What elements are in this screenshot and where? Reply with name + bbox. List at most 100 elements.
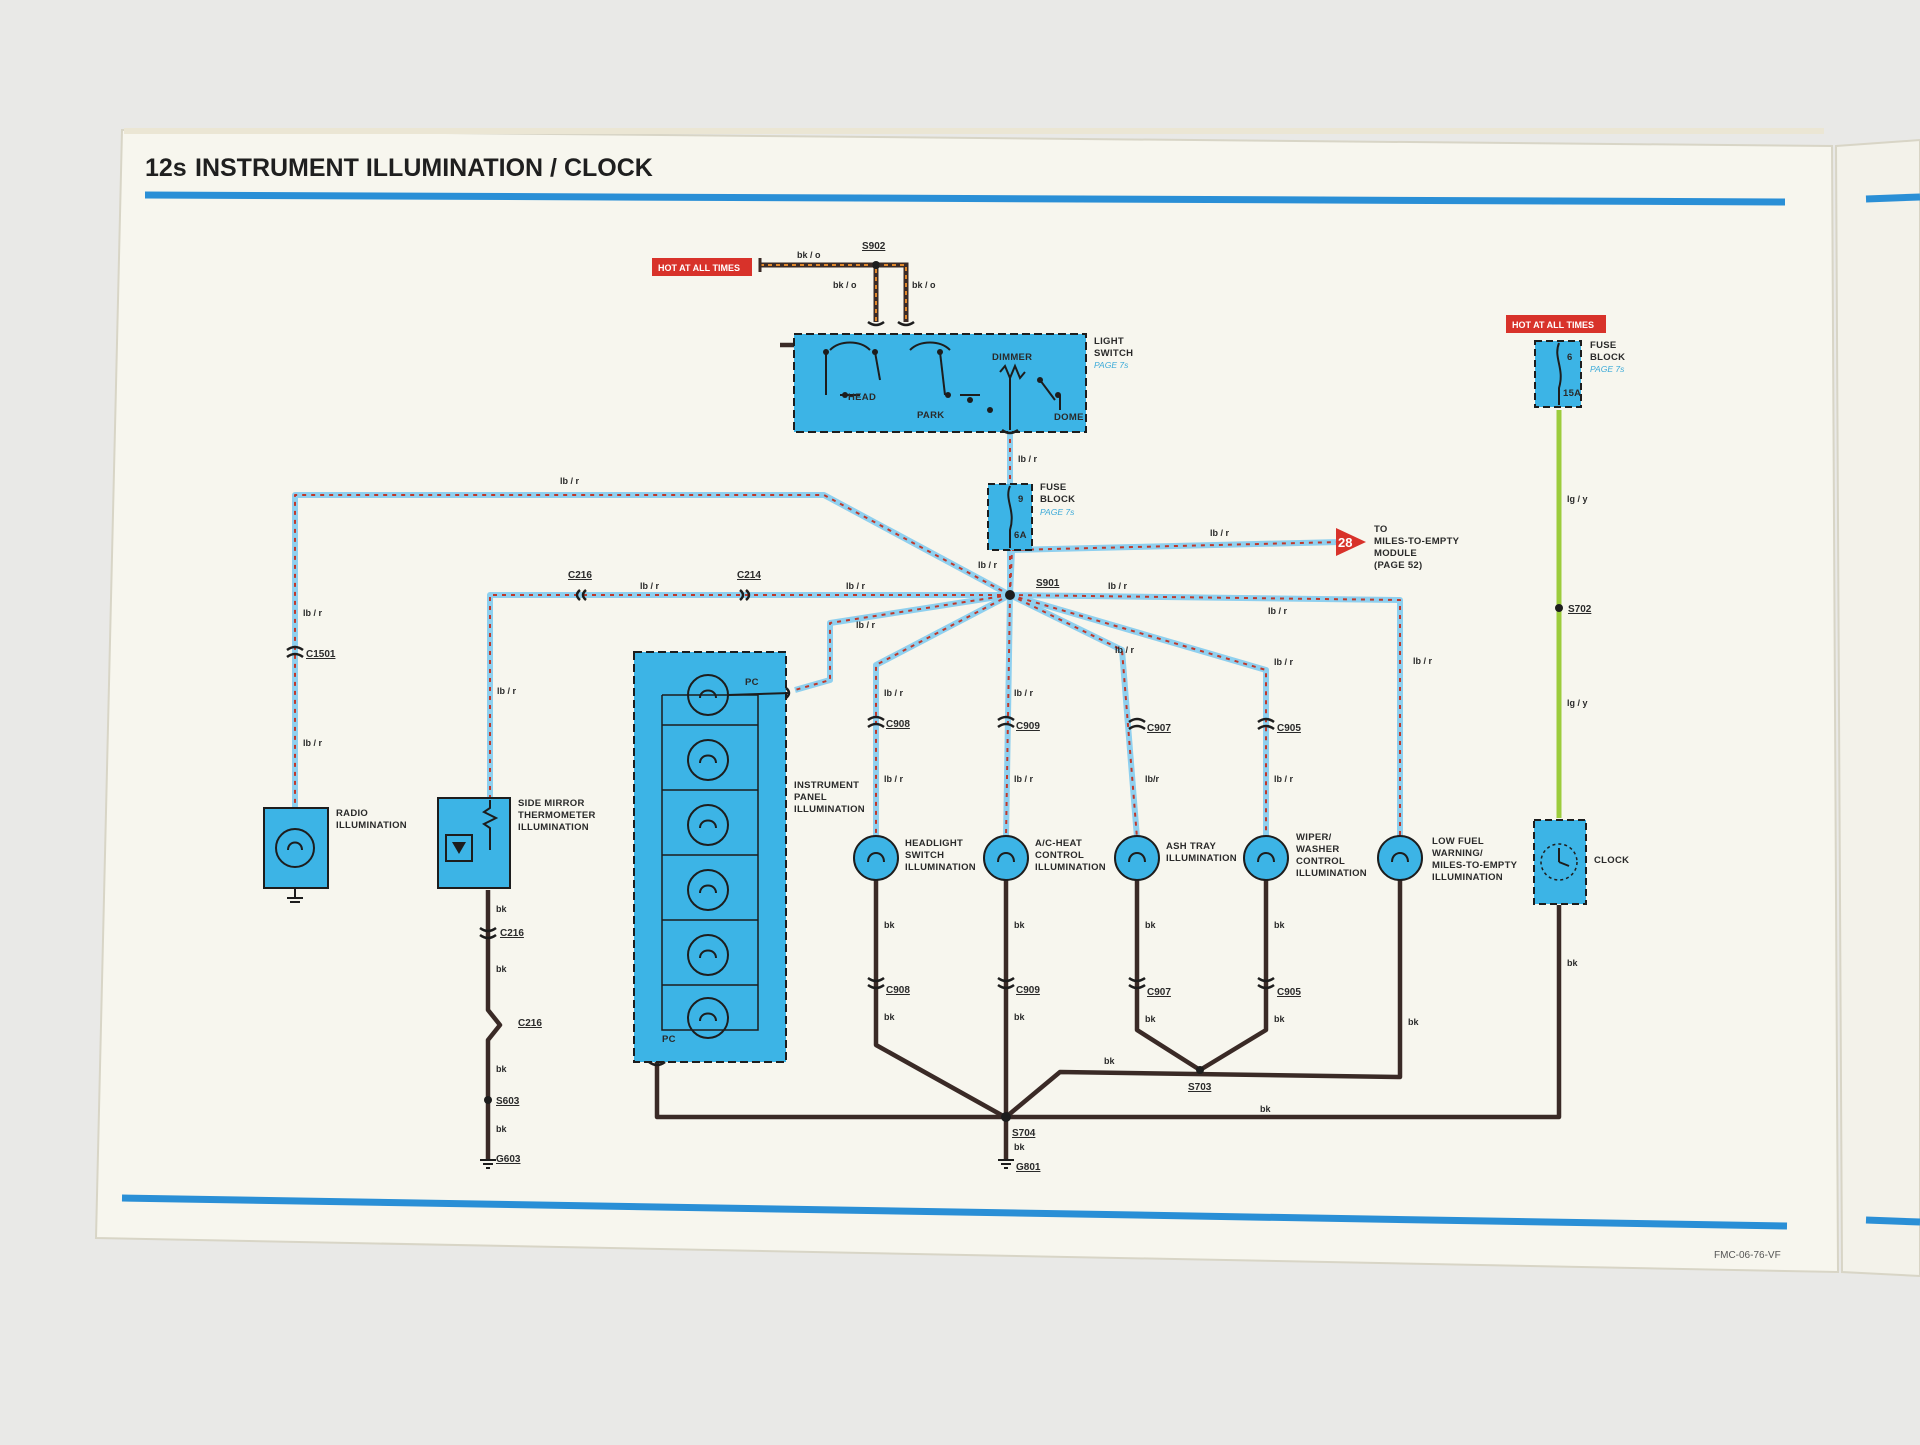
section-number: 12s xyxy=(145,154,187,182)
svg-text:ILLUMINATION: ILLUMINATION xyxy=(1296,868,1367,879)
svg-text:lg / y: lg / y xyxy=(1567,698,1588,708)
svg-text:9: 9 xyxy=(1018,494,1024,505)
svg-text:bk: bk xyxy=(1104,1056,1115,1066)
to-module-label-4: (PAGE 52) xyxy=(1374,560,1422,571)
dimmer-label: DIMMER xyxy=(992,352,1032,363)
s603-label: S603 xyxy=(496,1096,520,1107)
svg-text:A/C-HEAT: A/C-HEAT xyxy=(1035,838,1082,849)
svg-text:WIPER/: WIPER/ xyxy=(1296,832,1332,843)
svg-text:ILLUMINATION: ILLUMINATION xyxy=(905,862,976,873)
svg-text:28: 28 xyxy=(1338,535,1352,550)
c216-top-label: C216 xyxy=(568,570,592,581)
svg-text:bk / o: bk / o xyxy=(797,250,821,260)
ac-heat-control-illumination: A/C-HEAT CONTROL ILLUMINATION xyxy=(983,835,1106,881)
svg-text:lb / r: lb / r xyxy=(1274,774,1293,784)
instrument-panel-bulbs xyxy=(662,674,791,1039)
s901-label: S901 xyxy=(1036,578,1060,589)
svg-text:bk: bk xyxy=(496,904,507,914)
head-label: HEAD xyxy=(848,392,876,403)
svg-text:bk: bk xyxy=(1014,1142,1025,1152)
svg-text:lg / y: lg / y xyxy=(1567,494,1588,504)
fuse-block-1: 9 6A FUSE BLOCK PAGE 7s xyxy=(987,482,1075,551)
c905-top-label: C905 xyxy=(1277,723,1301,734)
svg-text:lb / r: lb / r xyxy=(1014,774,1033,784)
svg-text:lb / r: lb / r xyxy=(1014,688,1033,698)
lb-r-wires xyxy=(292,430,1403,839)
svg-text:bk / o: bk / o xyxy=(912,280,936,290)
fuse-block-2-label-1: FUSE xyxy=(1590,340,1617,351)
light-switch-label-2: SWITCH xyxy=(1094,348,1133,359)
side-mirror-label-3: ILLUMINATION xyxy=(518,822,589,833)
c909-bottom-label: C909 xyxy=(1016,985,1040,996)
svg-text:ASH TRAY: ASH TRAY xyxy=(1166,841,1216,852)
c907-top-label: C907 xyxy=(1147,723,1171,734)
svg-text:bk: bk xyxy=(1145,920,1156,930)
instrument-panel-label-2: PANEL xyxy=(794,792,827,803)
svg-text:ILLUMINATION: ILLUMINATION xyxy=(1432,872,1503,883)
g801-label: G801 xyxy=(1016,1162,1041,1173)
hot-at-all-times-tag-1: HOT AT ALL TIMES xyxy=(652,258,752,276)
page-title: INSTRUMENT ILLUMINATION / CLOCK xyxy=(195,154,653,182)
svg-text:SWITCH: SWITCH xyxy=(905,850,944,861)
to-module-label-1: TO xyxy=(1374,524,1388,535)
fuse-block-2-ref: PAGE 7s xyxy=(1590,364,1625,374)
svg-text:bk: bk xyxy=(884,920,895,930)
svg-text:bk: bk xyxy=(1260,1104,1271,1114)
hot-at-all-times-tag-2: HOT AT ALL TIMES xyxy=(1506,315,1606,333)
svg-text:HOT AT ALL TIMES: HOT AT ALL TIMES xyxy=(658,263,740,273)
svg-text:LOW FUEL: LOW FUEL xyxy=(1432,836,1484,847)
c216-mid-label: C216 xyxy=(500,928,524,939)
svg-text:bk: bk xyxy=(1274,920,1285,930)
svg-text:6A: 6A xyxy=(1014,530,1027,541)
header-rule xyxy=(144,191,1786,206)
fuse-block-2-label-2: BLOCK xyxy=(1590,352,1625,363)
svg-text:lb / r: lb / r xyxy=(1108,581,1127,591)
light-switch-ref: PAGE 7s xyxy=(1094,360,1129,370)
connector-symbols xyxy=(286,320,1275,1067)
fuse-block-1-label-2: BLOCK xyxy=(1040,494,1075,505)
s704-label: S704 xyxy=(1012,1128,1036,1139)
svg-text:bk: bk xyxy=(496,1064,507,1074)
instrument-panel-label-1: INSTRUMENT xyxy=(794,780,859,791)
svg-text:lb / r: lb / r xyxy=(884,774,903,784)
to-module-label-2: MILES-TO-EMPTY xyxy=(1374,536,1460,547)
splice-points xyxy=(484,261,1563,1122)
svg-text:15A: 15A xyxy=(1563,388,1581,399)
svg-text:lb / r: lb / r xyxy=(978,560,997,570)
radio-label-2: ILLUMINATION xyxy=(336,820,407,831)
light-switch-label-1: LIGHT xyxy=(1094,336,1124,347)
fuse-block-1-ref: PAGE 7s xyxy=(1040,507,1075,517)
park-label: PARK xyxy=(917,410,944,421)
svg-text:lb / r: lb / r xyxy=(497,686,516,696)
svg-text:bk: bk xyxy=(496,964,507,974)
c909-top-label: C909 xyxy=(1016,721,1040,732)
c908-top-label: C908 xyxy=(886,719,910,730)
to-module-label-3: MODULE xyxy=(1374,548,1417,559)
svg-text:bk: bk xyxy=(1274,1014,1285,1024)
instrument-panel: PC PC INSTRUMENT PANEL ILLUMINATION xyxy=(633,651,865,1063)
svg-text:lb / r: lb / r xyxy=(1210,528,1229,538)
clock-label: CLOCK xyxy=(1594,855,1629,866)
s702-label: S702 xyxy=(1568,604,1592,615)
headlight-switch-illumination: HEADLIGHT SWITCH ILLUMINATION xyxy=(853,835,976,881)
wire-color-labels: bk / o bk / o bk / o lb / r lb / r lb / … xyxy=(303,250,1588,1152)
svg-text:CONTROL: CONTROL xyxy=(1035,850,1084,861)
pc-label-bottom: PC xyxy=(662,1034,676,1045)
svg-text:CONTROL: CONTROL xyxy=(1296,856,1345,867)
svg-text:lb / r: lb / r xyxy=(303,608,322,618)
svg-text:ILLUMINATION: ILLUMINATION xyxy=(1035,862,1106,873)
ground-symbols xyxy=(480,1159,1014,1169)
c905-bottom-label: C905 xyxy=(1277,987,1301,998)
footer-code: FMC-06-76-VF xyxy=(1714,1250,1781,1261)
c908-bottom-label: C908 xyxy=(886,985,910,996)
g603-label: G603 xyxy=(496,1154,521,1165)
svg-text:bk: bk xyxy=(1145,1014,1156,1024)
next-page-footer-rule xyxy=(1865,1216,1920,1226)
light-switch: HEAD PARK DIMMER DOME LIGHT SWITCH PAGE … xyxy=(793,333,1133,433)
svg-text:lb/r: lb/r xyxy=(1145,774,1159,784)
side-mirror-thermometer: SIDE MIRROR THERMOMETER ILLUMINATION xyxy=(437,797,595,889)
svg-text:6: 6 xyxy=(1567,352,1573,363)
c216-lower-label: C216 xyxy=(518,1018,542,1029)
fuse-block-2: 6 15A FUSE BLOCK PAGE 7s xyxy=(1534,340,1625,408)
